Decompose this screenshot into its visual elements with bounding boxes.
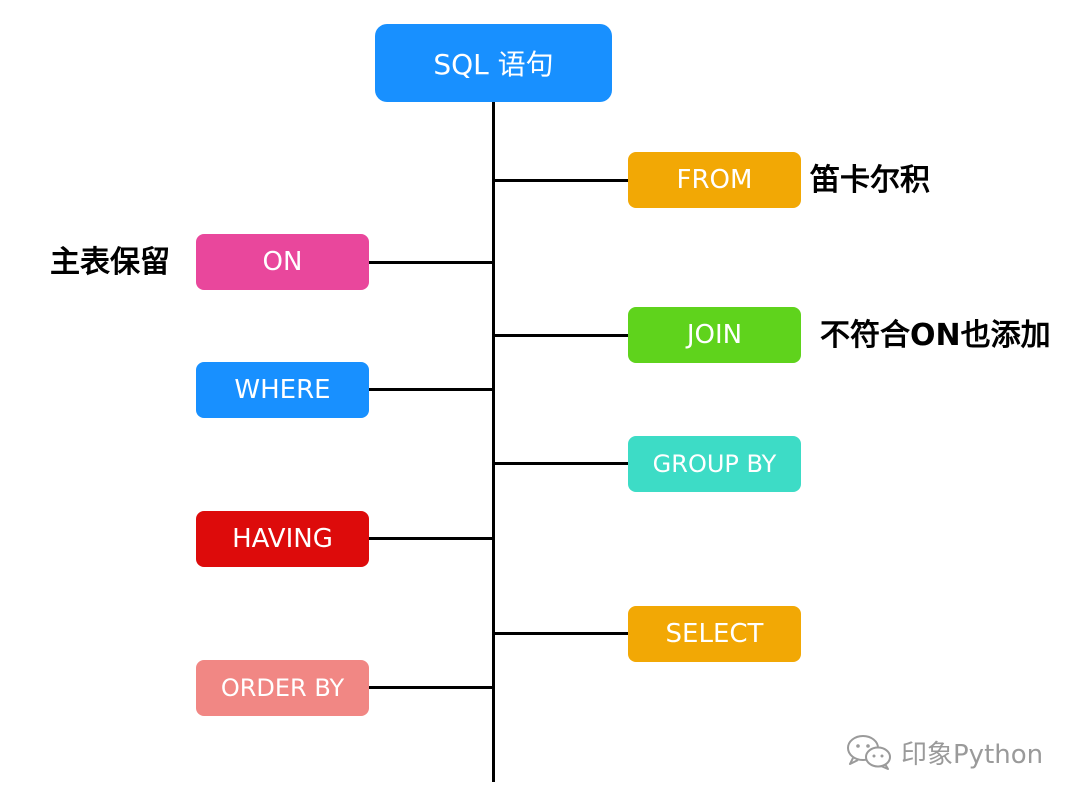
watermark-text: 印象Python [901, 739, 1044, 770]
node-having: HAVING [196, 511, 369, 567]
annotation-on: 主表保留 [50, 245, 170, 280]
node-order-by: ORDER BY [196, 660, 369, 716]
node-join: JOIN [628, 307, 801, 363]
branch-line-join [494, 334, 630, 337]
branch-line-having [368, 537, 494, 540]
trunk-line [492, 100, 495, 782]
node-on: ON [196, 234, 369, 290]
branch-line-select [494, 632, 630, 635]
watermark: 印象Python [845, 733, 1043, 771]
branch-line-order-by [368, 686, 494, 689]
branch-line-from [494, 179, 630, 182]
branch-line-on [368, 261, 494, 264]
node-select: SELECT [628, 606, 801, 662]
wechat-icon [845, 733, 893, 771]
node-group-by: GROUP BY [628, 436, 801, 492]
branch-line-group-by [494, 462, 630, 465]
node-from: FROM [628, 152, 801, 208]
branch-line-where [368, 388, 494, 391]
annotation-join: 不符合ON也添加 [820, 318, 1051, 353]
annotation-from: 笛卡尔积 [810, 163, 930, 198]
node-where: WHERE [196, 362, 369, 418]
root-node-sql: SQL 语句 [375, 24, 612, 102]
